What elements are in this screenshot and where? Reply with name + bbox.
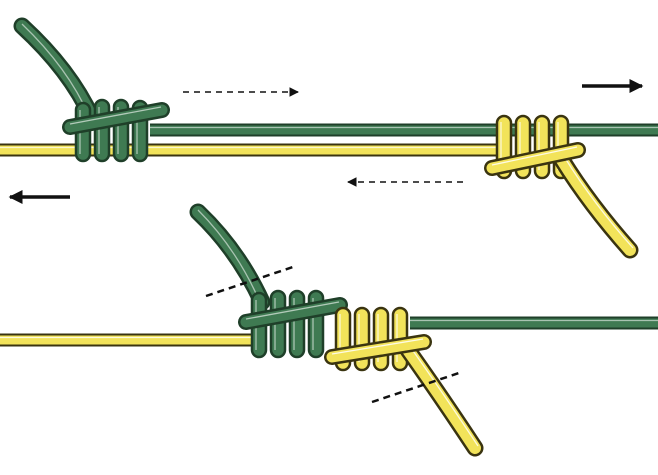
green-line-step-1 (150, 123, 658, 137)
yellow-wrap-3 (533, 114, 551, 180)
green-wraps (62, 98, 170, 163)
step-1-loose-knot (0, 17, 658, 259)
green-line-step-2 (410, 316, 658, 330)
yellow-crossing-band (484, 142, 586, 176)
yellow-crossing-band-step-2 (324, 334, 432, 365)
yellow-line-step-2 (0, 333, 260, 347)
yellow-tag-end-step-2 (399, 341, 484, 457)
yellow-wrap-3 (372, 306, 390, 372)
step-2-tightened-knot (0, 203, 658, 457)
green-crossing-band-step-2 (238, 297, 348, 330)
green-wrap-2 (93, 98, 111, 163)
green-crossing-band (62, 102, 170, 135)
green-wrap-3 (288, 289, 306, 359)
trim-line-icon (205, 264, 297, 298)
yellow-tag-end (553, 151, 639, 259)
green-wraps-step-2 (238, 289, 348, 359)
trim-line-icon (371, 370, 463, 404)
green-tag-end-step-2 (189, 203, 271, 311)
